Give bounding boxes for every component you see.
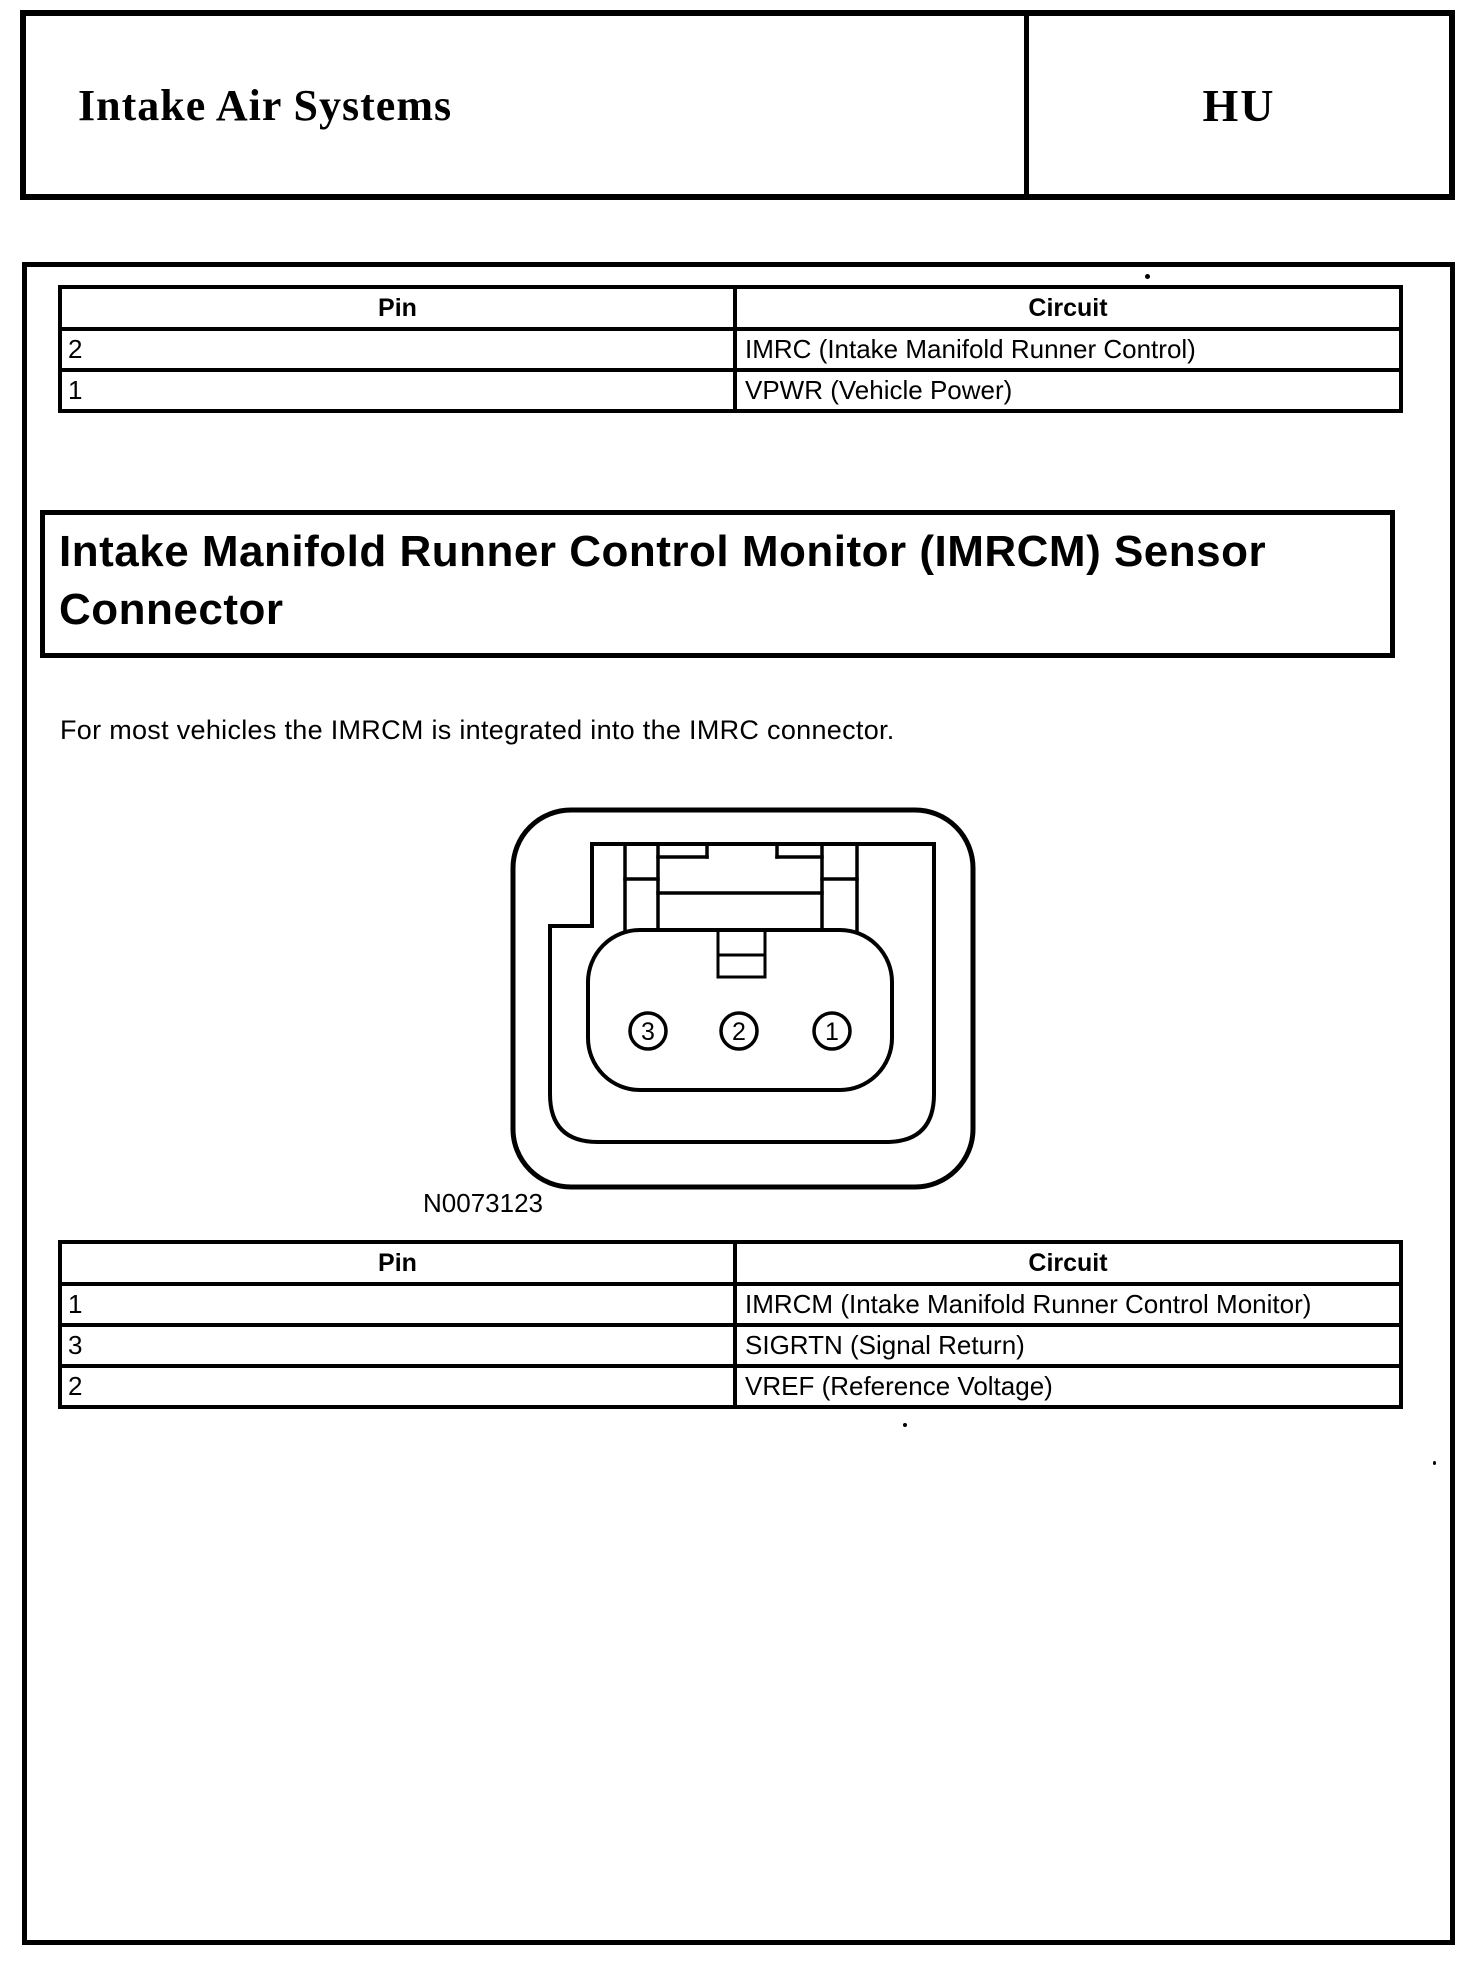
pin-value: 2	[58, 327, 737, 372]
table-row: 2 IMRC (Intake Manifold Runner Control)	[58, 327, 1403, 372]
scan-speck	[903, 1423, 907, 1427]
circuit-value: IMRCM (Intake Manifold Runner Control Mo…	[733, 1282, 1403, 1327]
table-header-row: Pin Circuit	[58, 1240, 1403, 1286]
connector-diagram: 3 2 1 N0073123	[423, 807, 976, 1218]
pin-number-1: 1	[825, 1018, 839, 1046]
pin-value: 2	[58, 1364, 737, 1409]
circuit-value: IMRC (Intake Manifold Runner Control)	[733, 327, 1403, 372]
pin-circle-3	[628, 1011, 668, 1051]
table-row: 2 VREF (Reference Voltage)	[58, 1364, 1403, 1409]
connector-index-tab	[716, 928, 767, 979]
section-heading-box: Intake Manifold Runner Control Monitor (…	[40, 510, 1395, 658]
page-title: Intake Air Systems	[78, 80, 453, 130]
table-row: 1 IMRCM (Intake Manifold Runner Control …	[58, 1282, 1403, 1327]
section-heading: Intake Manifold Runner Control Monitor (…	[59, 527, 1267, 634]
circuit-column-header: Circuit	[733, 1240, 1403, 1286]
circuit-value: SIGRTN (Signal Return)	[733, 1323, 1403, 1368]
pin-number-3: 3	[641, 1018, 655, 1046]
circuit-value: VPWR (Vehicle Power)	[733, 368, 1403, 413]
pin-circle-2	[719, 1011, 759, 1051]
header-title-cell: Intake Air Systems	[26, 16, 1029, 194]
pin-value: 1	[58, 1282, 737, 1327]
table-row: 3 SIGRTN (Signal Return)	[58, 1323, 1403, 1368]
pin-value: 1	[58, 368, 737, 413]
scan-speck	[1433, 1461, 1436, 1465]
circuit-value: VREF (Reference Voltage)	[733, 1364, 1403, 1409]
pin-circle-1	[812, 1011, 852, 1051]
connector-latch	[623, 842, 859, 932]
table-row: 1 VPWR (Vehicle Power)	[58, 368, 1403, 413]
content-frame: Pin Circuit 2 IMRC (Intake Manifold Runn…	[22, 262, 1455, 1945]
imrc-pin-table: Pin Circuit 2 IMRC (Intake Manifold Runn…	[58, 285, 1403, 413]
section-code: HU	[1202, 79, 1276, 131]
circuit-column-header: Circuit	[733, 285, 1403, 331]
header-code-cell: HU	[1029, 16, 1449, 194]
imrcm-pin-table: Pin Circuit 1 IMRCM (Intake Manifold Run…	[58, 1240, 1403, 1409]
intro-text: For most vehicles the IMRCM is integrate…	[60, 715, 895, 745]
connector-inner-wall	[548, 842, 936, 1144]
connector-face	[586, 928, 894, 1092]
connector-outer-housing	[510, 807, 976, 1190]
figure-id-label: N0073123	[423, 1188, 543, 1218]
pin-value: 3	[58, 1323, 737, 1368]
pin-column-header: Pin	[58, 1240, 737, 1286]
page-header: Intake Air Systems HU	[20, 10, 1455, 200]
scan-speck	[1145, 274, 1150, 279]
pin-column-header: Pin	[58, 285, 737, 331]
pin-number-2: 2	[732, 1018, 746, 1046]
table-header-row: Pin Circuit	[58, 285, 1403, 331]
